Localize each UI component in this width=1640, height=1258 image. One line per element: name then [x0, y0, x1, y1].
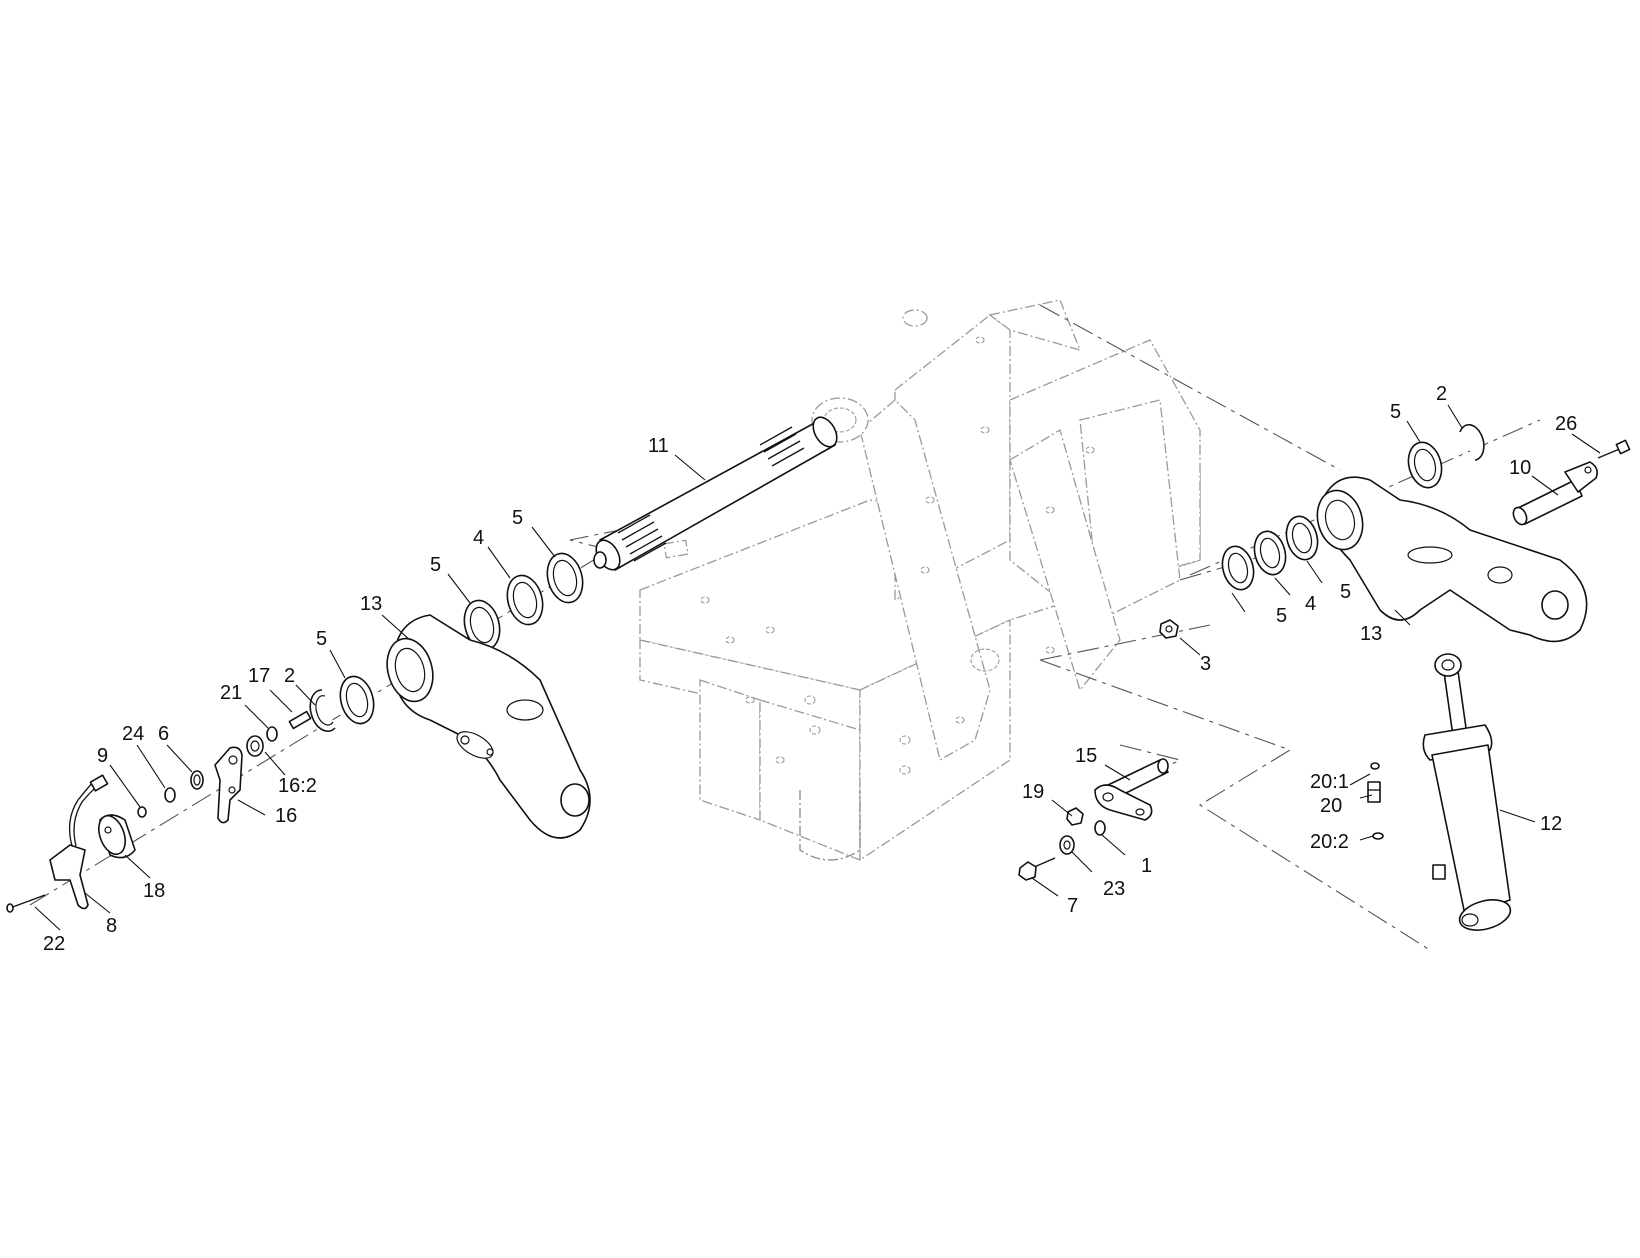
part-24-ring [164, 787, 176, 803]
callout-5: 5 [1390, 401, 1401, 423]
part-16-bracket-plate [214, 746, 243, 824]
callout-13: 13 [360, 593, 382, 615]
callout-3: 3 [1200, 653, 1211, 675]
callout-20-2: 20:2 [1310, 831, 1349, 853]
part-11-splined-shaft [593, 416, 838, 571]
callout-labels: 11 5 4 5 13 5 2 17 21 16:2 16 6 24 9 18 … [43, 383, 1577, 955]
ghost-leg-left [699, 679, 761, 821]
callout-11: 11 [648, 435, 669, 457]
part-5-washer-e [1221, 545, 1255, 591]
ghost-bracket [859, 399, 991, 761]
ghost-frame [639, 299, 1201, 862]
ghost-hitch-loop [799, 790, 861, 861]
phantom-line-1 [1039, 304, 1341, 471]
ghost-tab [663, 539, 689, 559]
part-2-snap-ring-b [1459, 423, 1485, 461]
callout-16: 16 [275, 805, 297, 827]
part-3-nut [1159, 619, 1179, 639]
callout-9: 9 [97, 745, 108, 767]
part-8-sensor [49, 774, 109, 910]
callout-5: 5 [430, 554, 441, 576]
callout-4: 4 [473, 527, 484, 549]
part-13-lift-arm-right [1316, 476, 1588, 643]
ghost-holes [700, 336, 1095, 775]
callout-7: 7 [1067, 895, 1078, 917]
callout-21: 21 [220, 682, 242, 704]
phantom-line-3 [1039, 624, 1211, 661]
callout-15: 15 [1075, 745, 1097, 767]
callout-26: 26 [1555, 413, 1577, 435]
part-16-2-bushing [246, 735, 264, 757]
part-20-1-oring [1370, 762, 1380, 770]
callout-22: 22 [43, 933, 65, 955]
part-4-washer-a [506, 574, 544, 626]
callout-4: 4 [1305, 593, 1316, 615]
part-10-pin [1512, 461, 1598, 526]
callout-10: 10 [1509, 457, 1531, 479]
part-17-pin [288, 710, 312, 730]
part-5-washer-a [546, 552, 584, 604]
part-23-washer [1059, 835, 1075, 855]
callout-24: 24 [122, 723, 144, 745]
callout-20: 20 [1320, 795, 1342, 817]
part-5-washer-d [1285, 515, 1319, 561]
callout-12: 12 [1540, 813, 1562, 835]
part-22-screw [6, 894, 46, 913]
part-18-hub [98, 814, 136, 859]
callout-13: 13 [1360, 623, 1382, 645]
ghost-bracket-hole [970, 648, 1000, 672]
part-19-nut [1066, 807, 1084, 826]
callout-17: 17 [248, 665, 270, 687]
callout-5: 5 [512, 507, 523, 529]
part-21-nut [266, 726, 278, 742]
part-15-pin-plate [1094, 758, 1169, 821]
callout-8: 8 [106, 915, 117, 937]
callout-6: 6 [158, 723, 169, 745]
callout-1: 1 [1141, 855, 1152, 877]
phantom-line-4 [1039, 659, 1431, 951]
callout-18: 18 [143, 880, 165, 902]
callout-5: 5 [316, 628, 327, 650]
callout-19: 19 [1022, 781, 1044, 803]
part-20-2-oring [1372, 832, 1384, 840]
callout-2: 2 [284, 665, 295, 687]
callout-5: 5 [1276, 605, 1287, 627]
part-1-bushing [1094, 820, 1106, 836]
part-2-snap-ring-a [309, 689, 336, 732]
callout-16-2: 16:2 [278, 775, 317, 797]
ghost-tower-top [988, 299, 1082, 351]
part-6-washer [190, 770, 204, 790]
ghost-rear-bracket [1009, 429, 1121, 692]
part-12-hydraulic-cylinder [1422, 653, 1512, 931]
part-7-bolt [1018, 857, 1056, 881]
part-13-lift-arm-left [386, 614, 591, 839]
callout-20-1: 20:1 [1310, 771, 1349, 793]
callout-5: 5 [1340, 581, 1351, 603]
part-4-washer-b [1253, 530, 1287, 576]
ghost-top-nub [902, 309, 928, 327]
part-9-spacer [137, 806, 147, 818]
callout-2: 2 [1436, 383, 1447, 405]
part-26-bolt [1597, 439, 1631, 459]
leader-lines [34, 404, 1601, 931]
part-20-fitting [1367, 762, 1384, 840]
part-5-washer-c [339, 675, 375, 725]
callout-23: 23 [1103, 878, 1125, 900]
part-5-washer-f [1407, 441, 1443, 489]
